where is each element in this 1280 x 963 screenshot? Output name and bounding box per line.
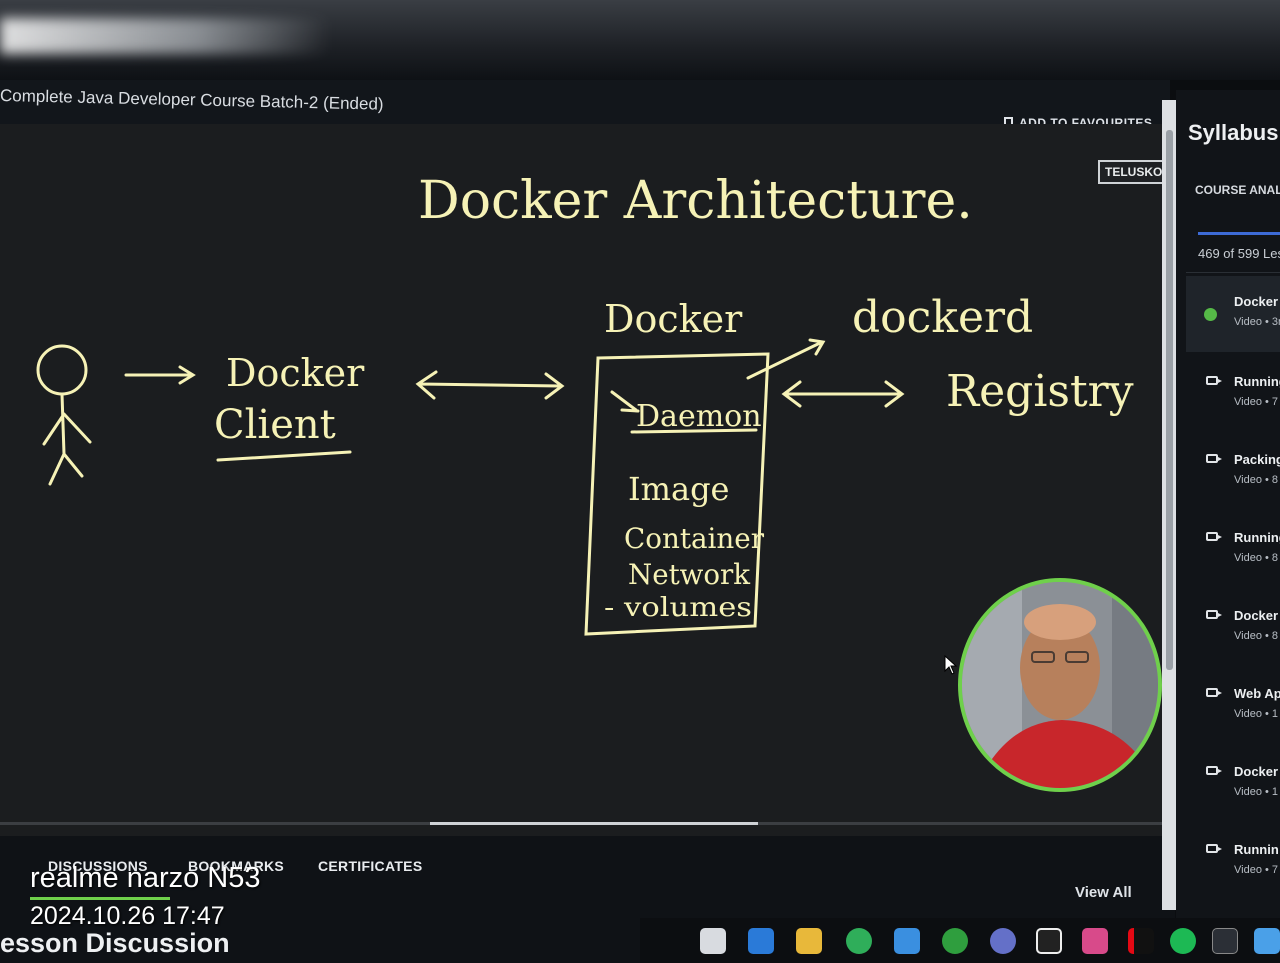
lesson-item[interactable]: Docker A Video • 3n [1186, 276, 1280, 352]
docker-label: Docker [604, 297, 743, 341]
syllabus-sidebar [1176, 90, 1280, 963]
bookmark-icon [1004, 117, 1013, 129]
lesson-title: Runnin [1234, 842, 1279, 857]
lesson-meta: Video • 8 [1234, 474, 1279, 486]
arrow-user-to-client [124, 365, 196, 385]
box-item-1: Image [628, 470, 729, 508]
daemon-label: Daemon [636, 399, 762, 434]
daemon-underline [630, 428, 758, 434]
text-app-icon[interactable] [1036, 928, 1062, 954]
user-stick-figure-head [36, 344, 88, 396]
folder-icon[interactable] [796, 928, 822, 954]
lesson-meta: Video • 8 [1234, 552, 1279, 564]
presenter-video-bubble [958, 578, 1162, 792]
lesson-item[interactable]: Running Video • 7 [1186, 356, 1280, 432]
lesson-title: Docker [1234, 764, 1279, 779]
photo-stamp-device: realme narzo N53 [30, 862, 261, 894]
tab-certificates[interactable]: CERTIFICATES [318, 858, 423, 874]
lesson-meta: Video • 1 [1234, 786, 1279, 798]
lesson-meta: Video • 8 [1234, 630, 1279, 642]
lesson-item[interactable]: Packing Video • 8 [1186, 434, 1280, 510]
lesson-title: Docker A [1234, 294, 1280, 309]
syllabus-title: Syllabus [1188, 120, 1279, 145]
box-item-4: - volumes [604, 593, 752, 623]
active-tab-indicator [30, 897, 170, 900]
tab-bookmarks[interactable]: BOOKMARKS [188, 858, 285, 874]
mail-icon[interactable] [700, 928, 726, 954]
netflix-icon[interactable] [1128, 928, 1154, 954]
arrow-docker-registry [781, 380, 905, 408]
photo-stamp-datetime: 2024.10.26 17:47 [30, 902, 225, 930]
course-progress-bar [1198, 232, 1280, 235]
lesson-title: Packing [1234, 452, 1280, 467]
lesson-count: 469 of 599 Les [1198, 246, 1280, 261]
lesson-title: Running [1234, 530, 1280, 545]
mouse-cursor-icon [944, 655, 958, 675]
lesson-item[interactable]: Running Video • 8 [1186, 512, 1280, 588]
lesson-meta: Video • 1 [1234, 708, 1279, 720]
view-all-link[interactable]: View All [1075, 884, 1132, 901]
lesson-meta: Video • 7 [1234, 396, 1279, 408]
arrow-client-docker [415, 370, 565, 400]
docker-host-box [584, 352, 770, 636]
store-icon[interactable] [894, 928, 920, 954]
page-scrollbar-thumb[interactable] [1166, 130, 1173, 670]
client-label-line2: Client [214, 402, 336, 448]
video-icon [1206, 766, 1222, 775]
lesson-title: Docker [1234, 608, 1279, 623]
video-icon [1206, 454, 1222, 463]
box-item-3: Network [628, 558, 751, 591]
video-icon [1206, 844, 1222, 853]
lesson-meta: Video • 3n [1234, 316, 1280, 328]
arrow-into-daemon [610, 390, 640, 413]
client-underline [216, 450, 352, 462]
lesson-item[interactable]: Docker Video • 1 [1186, 746, 1280, 822]
xbox-icon[interactable] [942, 928, 968, 954]
registry-label: Registry [946, 366, 1134, 417]
spotify-icon[interactable] [1170, 928, 1196, 954]
video-progress-fill [430, 822, 758, 825]
video-icon [1206, 610, 1222, 619]
edge-icon[interactable] [748, 928, 774, 954]
lesson-title: Running [1234, 374, 1280, 389]
arrow-to-dockerd [746, 338, 826, 380]
dockerd-label: dockerd [852, 292, 1033, 343]
teams-meet-icon[interactable] [990, 928, 1016, 954]
user-stick-figure-body [42, 392, 92, 486]
course-header-bar [0, 80, 1170, 124]
course-analytics-tab[interactable]: COURSE ANALYT [1195, 183, 1280, 197]
board-title: Docker Architecture. [418, 171, 973, 231]
lesson-discussion-heading: esson Discussion [0, 928, 230, 958]
tab-discussions[interactable]: DISCUSSIONS [48, 858, 148, 874]
camera-icon[interactable] [1082, 928, 1108, 954]
check-icon [1204, 308, 1217, 321]
sidebar-divider [1186, 272, 1280, 273]
screen-glare [0, 0, 1280, 80]
terminal-icon[interactable] [1212, 928, 1238, 954]
notepad-icon[interactable] [1254, 928, 1280, 954]
lesson-item[interactable]: Web Ap Video • 1 [1186, 668, 1280, 744]
lesson-title: Web Ap [1234, 686, 1280, 701]
video-icon [1206, 688, 1222, 697]
client-label-line1: Docker [226, 351, 365, 395]
whiteboard-drawing: Docker Architecture. Docker Client Docke… [36, 171, 1134, 636]
telusko-watermark: TELUSKO [1098, 160, 1170, 184]
video-icon [1206, 376, 1222, 385]
box-item-2: Container [624, 522, 765, 555]
chrome-icon[interactable] [846, 928, 872, 954]
lesson-item[interactable]: Docker Video • 8 [1186, 590, 1280, 666]
lesson-item[interactable]: Runnin Video • 7 [1186, 824, 1280, 900]
lesson-meta: Video • 7 [1234, 864, 1279, 876]
video-icon [1206, 532, 1222, 541]
